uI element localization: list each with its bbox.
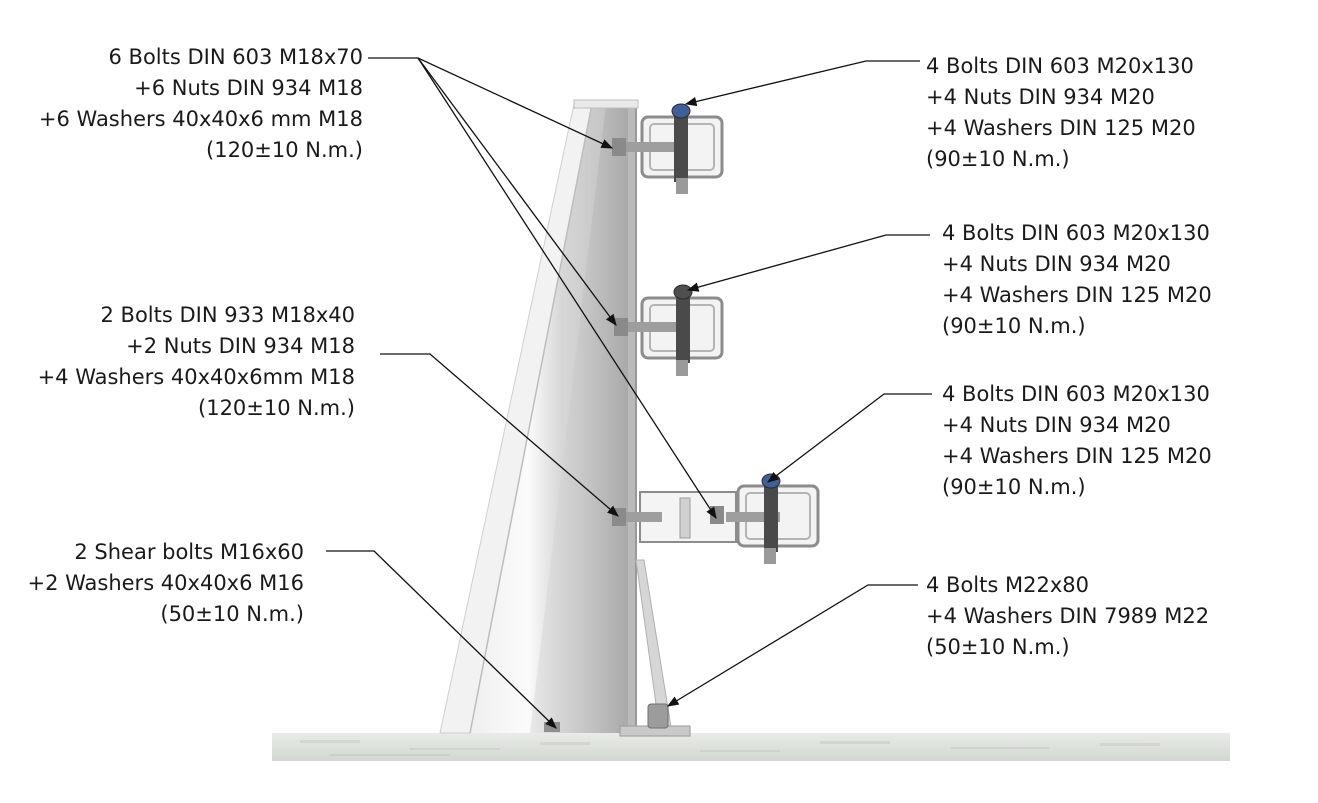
callout-right-2: 4 Bolts DIN 603 M20x130 +4 Nuts DIN 934 … (942, 218, 1212, 342)
leader-lines (326, 57, 932, 729)
callout-line: 2 Shear bolts M16x60 (74, 540, 304, 564)
callout-line: 4 Bolts DIN 603 M20x130 (926, 54, 1194, 78)
post-web-shadow (530, 104, 628, 733)
callout-line: +4 Washers DIN 125 M20 (942, 283, 1212, 307)
bracket-middle (614, 284, 724, 376)
callout-line: +4 Washers DIN 125 M20 (926, 116, 1196, 140)
callout-line: +4 Washers DIN 125 M20 (942, 444, 1212, 468)
leader-right-3 (767, 393, 932, 483)
callout-line: (90±10 N.m.) (926, 147, 1070, 171)
leader-left-top-c (417, 57, 717, 519)
leader-right-2 (686, 234, 930, 292)
callout-line: (50±10 N.m.) (160, 602, 304, 626)
callout-left-mid: 2 Bolts DIN 933 M18x40 +2 Nuts DIN 934 M… (38, 300, 355, 424)
base-bolt (647, 703, 669, 729)
bracket-bottom (612, 473, 820, 564)
callout-line: 6 Bolts DIN 603 M18x70 (108, 45, 363, 69)
callout-line: 4 Bolts DIN 603 M20x130 (942, 382, 1210, 406)
callout-line: (90±10 N.m.) (942, 314, 1086, 338)
callout-right-3: 4 Bolts DIN 603 M20x130 +4 Nuts DIN 934 … (942, 379, 1212, 503)
callout-line: (90±10 N.m.) (942, 475, 1086, 499)
callout-line: (120±10 N.m.) (198, 396, 355, 420)
callout-line: +4 Nuts DIN 934 M20 (926, 85, 1155, 109)
post-cap (573, 99, 639, 109)
callout-line: 2 Bolts DIN 933 M18x40 (100, 303, 355, 327)
leader-left-bottom (326, 550, 557, 729)
bracket-top (612, 103, 724, 194)
callout-left-top: 6 Bolts DIN 603 M18x70 +6 Nuts DIN 934 M… (39, 42, 363, 166)
leader-left-top-b (417, 57, 617, 326)
callout-line: +6 Nuts DIN 934 M18 (134, 76, 363, 100)
leader-left-mid (380, 353, 619, 517)
callout-line: +2 Nuts DIN 934 M18 (126, 334, 355, 358)
callout-line: (120±10 N.m.) (206, 138, 363, 162)
callout-line: 4 Bolts M22x80 (926, 573, 1089, 597)
callout-line: 4 Bolts DIN 603 M20x130 (942, 221, 1210, 245)
callout-line: +6 Washers 40x40x6 mm M18 (38, 107, 363, 131)
callout-right-1: 4 Bolts DIN 603 M20x130 +4 Nuts DIN 934 … (926, 51, 1196, 175)
callout-right-4: 4 Bolts M22x80 +4 Washers DIN 7989 M22 (… (926, 570, 1209, 663)
leader-right-4 (666, 584, 918, 707)
callout-left-bottom: 2 Shear bolts M16x60 +2 Washers 40x40x6 … (27, 537, 304, 630)
callout-line: +4 Nuts DIN 934 M20 (942, 252, 1171, 276)
leader-right-1 (684, 60, 920, 107)
ground-texture (300, 740, 1160, 756)
callout-line: +4 Washers 40x40x6mm M18 (37, 365, 355, 389)
callout-line: (50±10 N.m.) (926, 635, 1070, 659)
callout-line: +2 Washers 40x40x6 M16 (27, 571, 304, 595)
ground-slab (272, 733, 1230, 761)
callout-line: +4 Washers DIN 7989 M22 (926, 604, 1210, 628)
callout-line: +4 Nuts DIN 934 M20 (942, 413, 1171, 437)
